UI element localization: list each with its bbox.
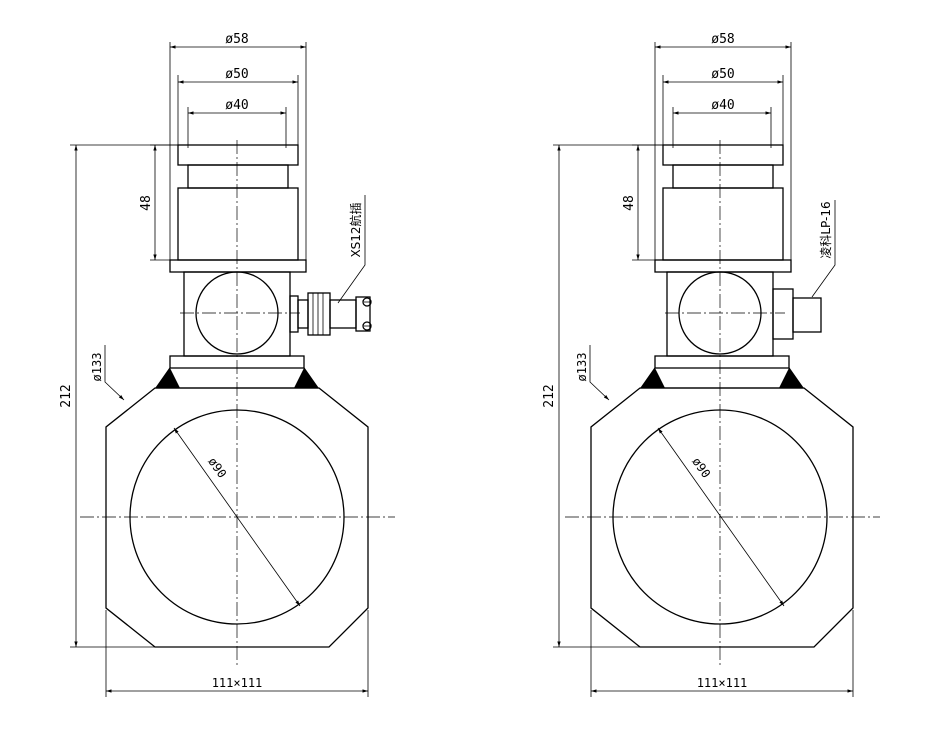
dim-d50: ø50 <box>711 67 734 82</box>
port-circle <box>678 271 762 355</box>
upper-body <box>662 187 784 261</box>
main-body <box>590 387 854 648</box>
connector-leader <box>337 195 366 304</box>
left-view: ø58 ø50 ø40 48 212 ø133 ø90 111×111 XS12… <box>59 32 395 697</box>
dim-h48: 48 <box>622 195 637 211</box>
dim-h212: 212 <box>59 384 74 407</box>
lower-flange <box>654 355 790 369</box>
right-view: ø58 ø50 ø40 48 212 ø133 ø90 111×111 凌科LP… <box>542 32 880 697</box>
dim-d133: ø133 <box>575 353 589 382</box>
dim-w111: 111×111 <box>697 676 748 690</box>
dim-d50: ø50 <box>225 67 248 82</box>
weld-right <box>294 368 318 388</box>
port-circle <box>195 271 279 355</box>
main-bore <box>612 409 828 625</box>
main-body <box>105 387 369 648</box>
dim-w111: 111×111 <box>212 676 263 690</box>
weld-left <box>156 368 180 388</box>
upper-flange <box>654 259 792 273</box>
dim-d40: ø40 <box>711 98 734 113</box>
cap-neck <box>187 164 289 189</box>
weld-right <box>779 368 803 388</box>
dim-d40: ø40 <box>225 98 248 113</box>
dim-d58: ø58 <box>711 32 734 47</box>
aviation-connector <box>289 292 372 336</box>
top-cap <box>177 144 299 166</box>
lower-flange <box>169 355 305 369</box>
dim-d58: ø58 <box>225 32 248 47</box>
connector-label: XS12航插 <box>348 202 363 257</box>
dim-d133: ø133 <box>90 353 104 382</box>
upper-flange <box>169 259 307 273</box>
weld-left <box>641 368 665 388</box>
dim-h48: 48 <box>139 195 154 211</box>
connector-leader <box>811 200 836 298</box>
dim-h212: 212 <box>542 384 557 407</box>
taper <box>639 367 805 389</box>
top-cap <box>662 144 784 166</box>
cap-neck <box>672 164 774 189</box>
lp16-connector <box>772 288 822 340</box>
connector-label: 凌科LP-16 <box>819 201 833 258</box>
upper-body <box>177 187 299 261</box>
main-bore <box>129 409 345 625</box>
